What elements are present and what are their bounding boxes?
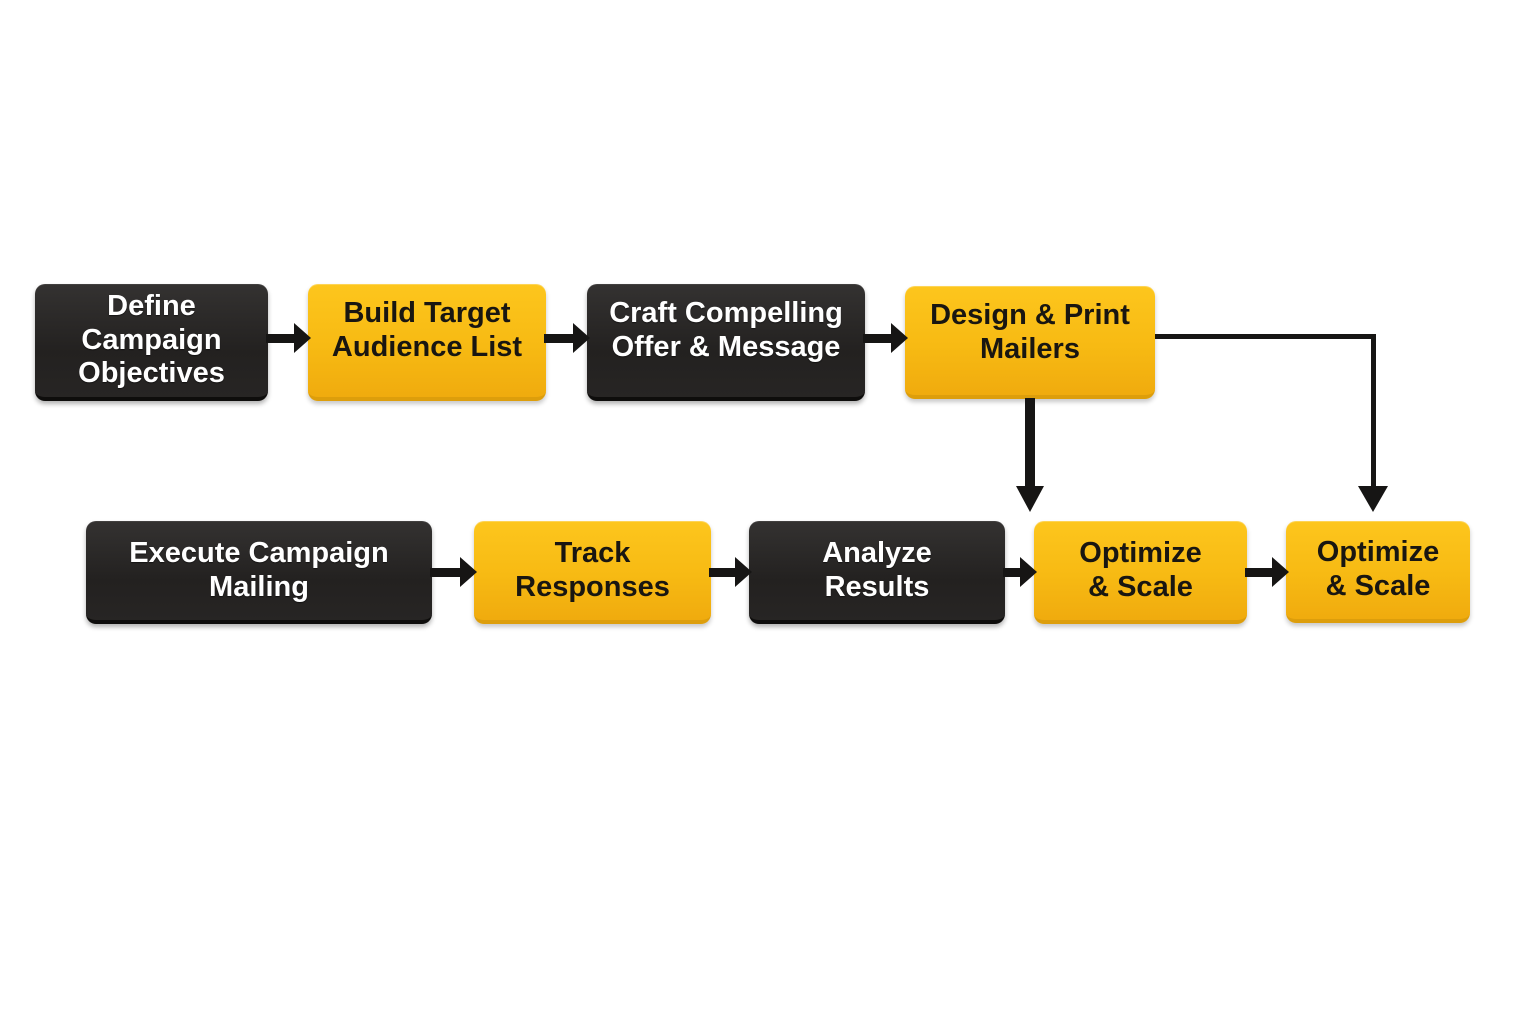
arrow-shaft (1003, 568, 1022, 577)
node-optimize-scale-2: Optimize & Scale (1286, 521, 1470, 623)
node-track-responses: Track Responses (474, 521, 711, 624)
arrow-head-icon (294, 323, 311, 353)
arrow-define-to-build-icon (266, 323, 311, 353)
arrow-optimize1-to-optimize2-icon (1245, 557, 1289, 587)
node-optimize-scale-1: Optimize & Scale (1034, 521, 1247, 624)
arrow-analyze-to-optimize1-icon (1003, 557, 1037, 587)
arrow-build-to-craft-icon (544, 323, 590, 353)
node-build-target-audience-list: Build Target Audience List (308, 284, 546, 401)
arrow-execute-to-track-icon (430, 557, 477, 587)
node-define-campaign-objectives: Define Campaign Objectives (35, 284, 268, 401)
arrow-design-to-optimize1-icon (1016, 398, 1044, 512)
node-design-print-mailers: Design & Print Mailers (905, 286, 1155, 399)
arrow-shaft (863, 334, 893, 343)
arrow-head-icon (1016, 486, 1044, 512)
arrow-shaft (1025, 398, 1035, 486)
arrow-head-icon (1358, 486, 1388, 512)
node-execute-campaign-mailing: Execute Campaign Mailing (86, 521, 432, 624)
arrow-shaft (544, 334, 575, 343)
connector-design-to-optimize2-vertical (1371, 334, 1376, 486)
arrow-head-icon (573, 323, 590, 353)
node-analyze-results: Analyze Results (749, 521, 1005, 624)
arrow-shaft (266, 334, 296, 343)
arrow-shaft (1245, 568, 1274, 577)
arrow-head-icon (1272, 557, 1289, 587)
arrow-track-to-analyze-icon (709, 557, 752, 587)
arrow-head-icon (735, 557, 752, 587)
arrow-craft-to-design-icon (863, 323, 908, 353)
node-craft-compelling-offer-message: Craft Compelling Offer & Message (587, 284, 865, 401)
arrow-head-icon (460, 557, 477, 587)
connector-design-to-optimize2-horizontal (1155, 334, 1376, 339)
arrow-head-icon (1020, 557, 1037, 587)
arrow-head-icon (891, 323, 908, 353)
arrow-shaft (430, 568, 462, 577)
arrow-shaft (709, 568, 737, 577)
